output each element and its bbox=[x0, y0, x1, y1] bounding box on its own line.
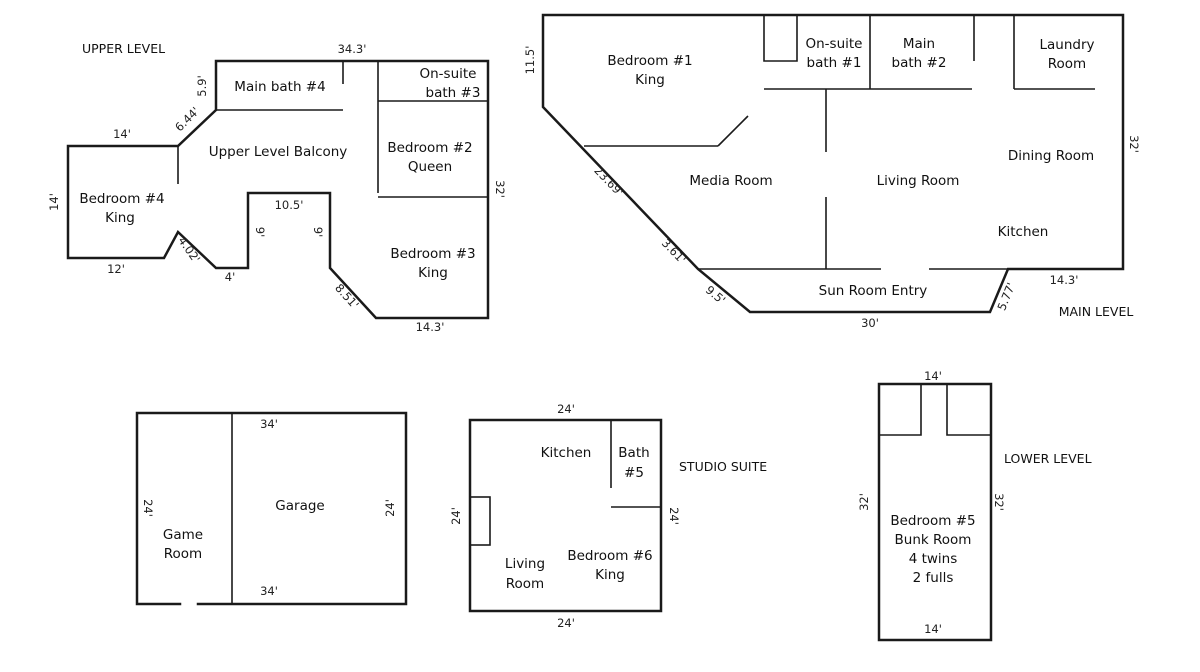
bedroom-5-label-line2: Bunk Room bbox=[895, 532, 972, 548]
upper-dim-diag-bottom: 8.51' bbox=[332, 281, 362, 312]
lower-dim-top: 14' bbox=[924, 369, 942, 383]
upper-dim-bath-side: 5.9' bbox=[195, 75, 209, 96]
media-room-label: Media Room bbox=[689, 173, 772, 189]
garage-label: Garage bbox=[275, 498, 324, 514]
main-dim-right: 32' bbox=[1127, 135, 1141, 153]
main-dim-diag-long: 23.69' bbox=[591, 163, 626, 199]
game-room-label-line1: Game bbox=[163, 527, 203, 543]
studio-fireplace bbox=[469, 496, 491, 546]
garage-dim-bottom: 34' bbox=[260, 584, 278, 598]
main-level-outline bbox=[541, 13, 1125, 314]
studio-dim-bottom: 24' bbox=[557, 616, 575, 630]
bedroom-2-label-line2: Queen bbox=[408, 159, 452, 175]
main-bath-4-label: Main bath #4 bbox=[234, 79, 325, 95]
bedroom-6-label-line2: King bbox=[595, 567, 625, 583]
bedroom-5-label-line3: 4 twins bbox=[909, 551, 958, 567]
closet-wall bbox=[763, 15, 798, 62]
upper-dim-step-right: 9' bbox=[311, 227, 325, 237]
onsuite-bath-3-label-line2: bath #3 bbox=[426, 85, 481, 101]
dining-room-label: Dining Room bbox=[1008, 148, 1094, 164]
lower-dim-left: 32' bbox=[857, 493, 871, 511]
sun-room-entry-label: Sun Room Entry bbox=[819, 283, 928, 299]
bedroom-5-label-line4: 2 fulls bbox=[913, 570, 954, 586]
garage-dim-left: 24' bbox=[141, 499, 155, 517]
upper-dim-diag-top: 6.44' bbox=[172, 104, 202, 134]
upper-dim-notch-diag: 4.02' bbox=[175, 234, 203, 266]
upper-level-outline bbox=[66, 59, 490, 320]
upper-dim-top: 34.3' bbox=[338, 42, 367, 56]
bath-5-label-line1: Bath bbox=[618, 445, 649, 461]
upper-dim-bed4-left: 14' bbox=[47, 193, 61, 211]
lower-dim-bottom: 14' bbox=[924, 622, 942, 636]
onsuite-bath-1-label-line1: On-suite bbox=[806, 36, 863, 52]
upper-level-plan: UPPER LEVEL Main bath #4 On-suite bath #… bbox=[47, 41, 507, 334]
studio-dim-top: 24' bbox=[557, 402, 575, 416]
bedroom-3-label-line2: King bbox=[418, 265, 448, 281]
garage-dim-top: 34' bbox=[260, 417, 278, 431]
studio-living-label-line2: Room bbox=[506, 576, 544, 592]
studio-living-label-line1: Living bbox=[505, 556, 545, 572]
studio-dim-left: 24' bbox=[449, 507, 463, 525]
upper-dim-step-top: 10.5' bbox=[275, 198, 304, 212]
bedroom-4-label-line2: King bbox=[105, 210, 135, 226]
kitchen-label: Kitchen bbox=[998, 224, 1049, 240]
studio-suite-plan: Kitchen Bath #5 Living Room Bedroom #6 K… bbox=[449, 402, 767, 630]
game-room-label-line2: Room bbox=[164, 546, 202, 562]
bedroom-6-label-line1: Bedroom #6 bbox=[567, 548, 652, 564]
upper-balcony-label: Upper Level Balcony bbox=[209, 144, 348, 160]
bedroom-5-label-line1: Bedroom #5 bbox=[890, 513, 975, 529]
bedroom1-diag-wall bbox=[717, 115, 749, 147]
lower-level-outline bbox=[877, 382, 993, 642]
main-dim-left: 11.5' bbox=[523, 46, 537, 75]
onsuite-bath-1-label-line2: bath #1 bbox=[807, 55, 862, 71]
lower-closet-left bbox=[879, 384, 922, 436]
main-dim-bottom-right: 14.3' bbox=[1050, 273, 1079, 287]
garage-block-outline bbox=[135, 411, 408, 606]
bedroom-1-label-line1: Bedroom #1 bbox=[607, 53, 692, 69]
main-dim-bottom: 30' bbox=[861, 316, 879, 330]
bedroom-1-label-line2: King bbox=[635, 72, 665, 88]
upper-dim-bottom: 14.3' bbox=[416, 320, 445, 334]
studio-kitchen-label: Kitchen bbox=[541, 445, 592, 461]
studio-suite-heading: STUDIO SUITE bbox=[679, 459, 767, 474]
main-level-plan: Bedroom #1 King On-suite bath #1 Main ba… bbox=[523, 13, 1141, 330]
upper-dim-right: 32' bbox=[493, 180, 507, 198]
lower-level-heading: LOWER LEVEL bbox=[1004, 451, 1092, 466]
upper-dim-bed4-bottom: 12' bbox=[107, 262, 125, 276]
lower-dim-right: 32' bbox=[992, 493, 1006, 511]
main-bath-2-label-line2: bath #2 bbox=[892, 55, 947, 71]
bedroom-3-label-line1: Bedroom #3 bbox=[390, 246, 475, 262]
laundry-label-line2: Room bbox=[1048, 56, 1086, 72]
living-room-label: Living Room bbox=[877, 173, 960, 189]
main-bath-2-label-line1: Main bbox=[903, 36, 935, 52]
main-dim-diag-right: 5.77' bbox=[994, 281, 1018, 313]
garage-dim-right: 24' bbox=[383, 499, 397, 517]
bedroom-2-label-line1: Bedroom #2 bbox=[387, 140, 472, 156]
bath-5-label-line2: #5 bbox=[624, 465, 644, 481]
laundry-label-line1: Laundry bbox=[1039, 37, 1094, 53]
lower-closet-right bbox=[946, 384, 991, 436]
upper-level-heading: UPPER LEVEL bbox=[82, 41, 165, 56]
main-level-heading: MAIN LEVEL bbox=[1059, 304, 1134, 319]
studio-dim-right: 24' bbox=[667, 507, 681, 525]
upper-dim-bed4-top: 14' bbox=[113, 127, 131, 141]
upper-dim-step-left: 9' bbox=[253, 227, 267, 237]
garage-block-plan: Game Room Garage 34' 34' 24' 24' bbox=[135, 411, 408, 606]
lower-level-plan: Bedroom #5 Bunk Room 4 twins 2 fulls LOW… bbox=[857, 369, 1092, 642]
bedroom-4-label-line1: Bedroom #4 bbox=[79, 191, 164, 207]
upper-dim-notch-bottom: 4' bbox=[225, 270, 235, 284]
main-dim-diag-short: 3.61' bbox=[659, 236, 689, 266]
onsuite-bath-3-label-line1: On-suite bbox=[420, 66, 477, 82]
main-dim-diag-sun: 9.5' bbox=[703, 283, 728, 308]
